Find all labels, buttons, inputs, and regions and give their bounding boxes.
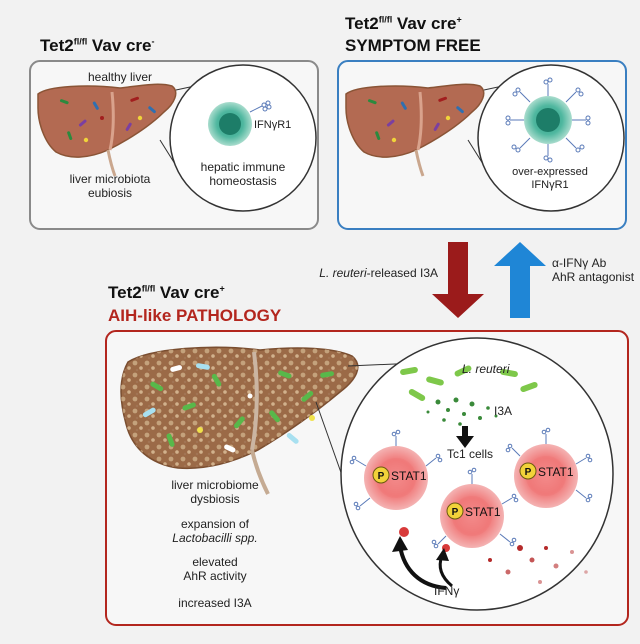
receptor-cluster-icon	[505, 77, 591, 163]
l-reuteri-label: L. reuteri	[462, 362, 510, 376]
phospho-label-left: P	[378, 471, 385, 482]
panel-healthy-title: Tet2fl/fl Vav cre-	[40, 36, 155, 55]
tc1-receptor-icons	[349, 427, 593, 549]
panel-symptom-free-title: Tet2fl/fl Vav cre+	[345, 14, 462, 33]
down-arrow-label: L. reuteri-released I3A	[319, 266, 438, 280]
lactobacilli-label: expansion of Lactobacilli spp.	[172, 517, 258, 546]
tc1-cell-left	[364, 446, 428, 510]
tc1-cells-label: Tc1 cells	[446, 447, 493, 461]
phospho-label-middle: P	[452, 507, 459, 518]
ifng-feedback-arrow-a	[398, 545, 447, 590]
increased-i3a-label: increased I3A	[178, 596, 252, 610]
l-reuteri-bacteria	[400, 365, 538, 401]
arrowhead-icon-2	[436, 548, 449, 561]
healthy-liver-illustration	[37, 83, 177, 177]
receptor-icon	[249, 100, 272, 113]
zoom-circle-pathology	[340, 337, 614, 611]
up-arrow-icon	[494, 242, 546, 318]
homeostasis-label: hepatic immune homeostasis	[200, 160, 286, 189]
i3a-metabolite-dots	[426, 397, 498, 426]
ahr-activity-label: elevated AhR activity	[183, 555, 247, 584]
ifng-droplets	[399, 527, 588, 584]
i3a-label: I3A	[494, 404, 513, 418]
ifngr1-label: IFNγR1	[254, 119, 292, 131]
phospho-badge-icons	[372, 462, 537, 520]
small-down-arrow-icon	[456, 426, 474, 448]
tc1-cell-middle	[440, 484, 504, 548]
pathology-subtitle: AIH-like PATHOLOGY	[108, 306, 282, 325]
phospho-label-right: P	[525, 467, 532, 478]
stat1-label-right: STAT1	[538, 465, 574, 479]
symptom-free-liver-illustration	[345, 83, 485, 177]
dysbiosis-label: liver microbiome dysbiosis	[171, 478, 259, 507]
ifngr1-cell	[208, 100, 272, 146]
tc1-cell-right	[514, 444, 578, 508]
diseased-liver-illustration	[120, 346, 359, 495]
stat1-label-left: STAT1	[391, 469, 427, 483]
stat1-label-middle: STAT1	[465, 505, 501, 519]
down-arrow-icon	[432, 242, 484, 318]
symptom-free-subtitle: SYMPTOM FREE	[345, 36, 481, 55]
ifng-label: IFNγ	[434, 584, 460, 598]
overexpressed-receptor-cell	[505, 77, 591, 163]
overexpressed-label: over-expressed IFNγR1	[512, 166, 588, 191]
up-arrow-label: α-IFNγ Ab AhR antagonist	[552, 256, 635, 285]
arrowhead-icon	[392, 536, 408, 552]
healthy-liver-label: healthy liver	[87, 70, 153, 84]
eubiosis-label: liver microbiota eubiosis	[69, 172, 151, 201]
panel-pathology-title: Tet2fl/fl Vav cre+	[108, 283, 225, 302]
